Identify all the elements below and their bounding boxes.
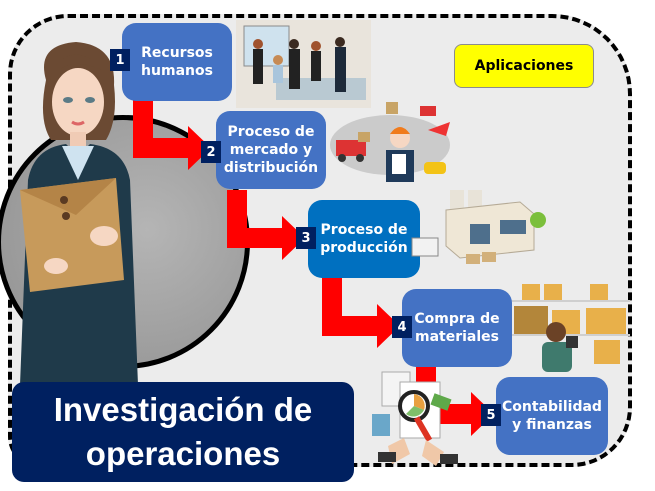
warehouse-worker-illustration [512,284,630,372]
step-label: Contabilidad [502,399,602,415]
step-label: y finanzas [512,417,592,433]
step-4-compra-materiales: Compra de materiales [402,289,512,367]
step-label: Recursos [141,45,213,61]
step-number-badge: 1 [110,49,130,71]
factory-illustration [411,190,546,264]
office-team-illustration [236,20,371,108]
step-1-recursos-humanos: Recursos humanos [122,23,232,101]
step-label: distribución [223,160,319,176]
step-3-produccion: Proceso de producción [308,200,420,278]
step-label: humanos [141,63,213,79]
logistics-world-map-illustration [330,102,450,182]
step-label: Compra de [414,311,500,327]
step-label: producción [320,240,408,256]
title-line-1: Investigación de [53,391,313,428]
step-number-badge: 4 [392,316,412,338]
applications-label: Aplicaciones [454,44,594,88]
arrow-2-to-3 [227,190,305,260]
arrow-1-to-2 [133,100,211,170]
step-2-mercado-distribucion: Proceso de mercado y distribución [216,111,326,189]
arrow-3-to-4 [322,278,400,348]
step-number-badge: 2 [201,141,221,163]
step-number-badge: 5 [481,404,501,426]
step-5-contabilidad-finanzas: Contabilidad y finanzas [496,377,608,455]
step-label: mercado y [229,142,313,158]
step-label: Proceso de [227,124,315,140]
main-title: Investigación de operaciones [12,382,354,482]
accounting-documents-illustration [372,371,458,466]
step-label: Proceso de [320,222,408,238]
title-line-2: operaciones [85,435,281,472]
step-number-badge: 3 [296,227,316,249]
businesswoman-illustration [20,42,138,385]
step-label: materiales [415,329,499,345]
